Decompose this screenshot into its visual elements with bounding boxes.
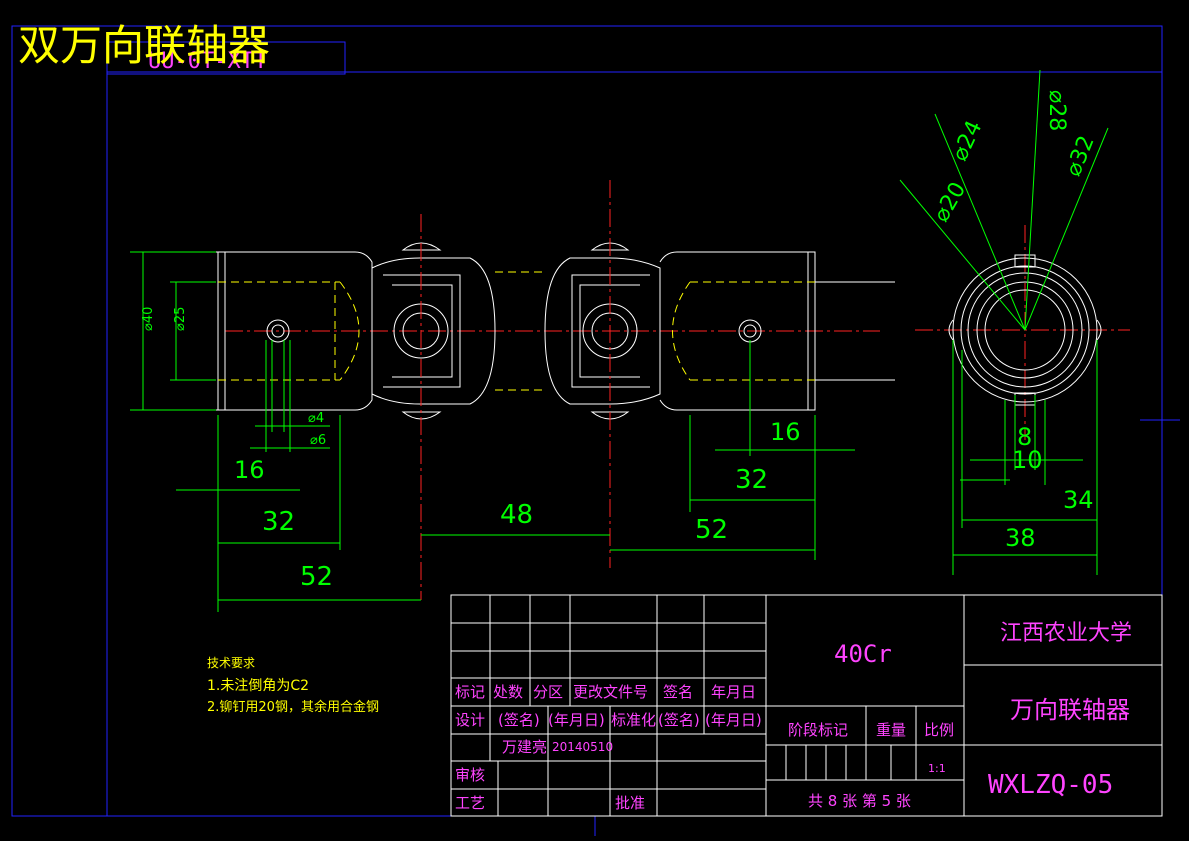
dim-left-32: 32 (262, 507, 295, 537)
notes-line-2: 2.铆钉用20钢，其余用合金钢 (207, 699, 379, 715)
side-circle-4 (976, 281, 1074, 379)
tb-stage-label: 阶段标记 (788, 721, 848, 739)
notes-heading: 技术要求 (207, 656, 255, 670)
tb-material: 40Cr (834, 640, 892, 668)
drawing-title: 双万向联轴器 (18, 21, 270, 70)
side-circle-3 (967, 272, 1083, 388)
left-pin-hole-outer (266, 319, 290, 343)
dim-dia-6: ⌀6 (310, 433, 326, 448)
title-box (106, 41, 346, 75)
notes-line-1: 1.未注倒角为C2 (207, 678, 309, 694)
cross-right-body (544, 257, 661, 405)
dimension-lines (130, 251, 855, 612)
dim-dia-40: ⌀40 (141, 307, 156, 331)
tb-design-date: 20140510 (552, 740, 613, 754)
tb-header-count: 处数 (493, 683, 523, 701)
tb-standard-label: 标准化 (611, 711, 656, 729)
tb-scale-value: 1:1 (928, 762, 946, 775)
tb-university: 江西农业大学 (1000, 621, 1132, 646)
right-bore-arc (672, 281, 691, 381)
side-dim-dia-32: ⌀32 (1061, 132, 1100, 180)
side-outer-circle (952, 257, 1098, 403)
tb-designer-name: 万建亮 (502, 738, 547, 756)
tb-header-mark: 标记 (455, 683, 485, 701)
tb-design-label: 设计 (455, 711, 485, 729)
dim-mid-48: 48 (500, 500, 533, 530)
side-dim-10: 10 (1012, 446, 1043, 474)
tb-weight-label: 重量 (876, 721, 906, 739)
tb-approve-label: 批准 (615, 794, 645, 812)
tb-drawing-number: WXLZQ-05 (988, 770, 1113, 800)
cross-left-body (371, 257, 496, 405)
cross-left-bottom-cap (401, 411, 442, 420)
dim-right-16: 16 (770, 418, 801, 446)
tb-header-date: 年月日 (711, 683, 756, 701)
cross-left-arm-inner (392, 284, 453, 378)
left-pin-hole-inner (271, 324, 285, 338)
dim-left-16: 16 (234, 456, 265, 484)
tb-scale-label: 比例 (924, 721, 954, 739)
side-dimension-lines (899, 69, 1109, 575)
right-yoke-outline (659, 251, 816, 411)
side-right-cap (1096, 319, 1102, 341)
tb-design-sign-placeholder: (签名) (498, 711, 540, 729)
tb-review-label: 审核 (455, 766, 485, 784)
side-left-cap (948, 319, 954, 341)
tb-standard-sign-placeholder: (签名) (658, 711, 700, 729)
dim-dia-4: ⌀4 (308, 411, 324, 426)
right-pin-hole-inner (743, 324, 757, 338)
side-dim-dia-24: ⌀24 (947, 117, 987, 165)
dim-right-52: 52 (695, 515, 728, 545)
tb-part-name: 万向联轴器 (1010, 696, 1130, 724)
cross-left-top-cap (401, 242, 442, 251)
dim-right-32: 32 (735, 465, 768, 495)
side-dim-38: 38 (1005, 524, 1036, 552)
side-dim-dia-28: ⌀28 (1044, 90, 1069, 131)
cross-right-arm (571, 274, 650, 388)
title-overlay: UU-0T-XTT (148, 49, 267, 74)
side-dim-34: 34 (1063, 486, 1094, 514)
dim-left-52: 52 (300, 562, 333, 592)
side-inner-circle (984, 289, 1066, 371)
cross-right-top-cap (590, 242, 630, 251)
tb-header-change: 更改文件号 (573, 683, 648, 701)
dim-dia-25: ⌀25 (173, 307, 188, 331)
left-bore-arc (339, 281, 360, 381)
title-block-grid (450, 594, 1163, 817)
tb-sheets: 共 8 张 第 5 张 (808, 792, 911, 810)
left-yoke-outline (217, 251, 373, 411)
tb-header-sign: 签名 (663, 683, 693, 701)
tb-standard-date-placeholder: (年月日) (705, 711, 762, 729)
tb-header-zone: 分区 (533, 683, 563, 701)
tb-process-label: 工艺 (455, 794, 485, 812)
side-dim-8: 8 (1017, 423, 1032, 451)
side-top-lug (1014, 254, 1036, 268)
tb-design-date-placeholder: (年月日) (548, 711, 605, 729)
side-circle-2 (960, 265, 1090, 395)
cross-right-bottom-cap (590, 411, 630, 420)
